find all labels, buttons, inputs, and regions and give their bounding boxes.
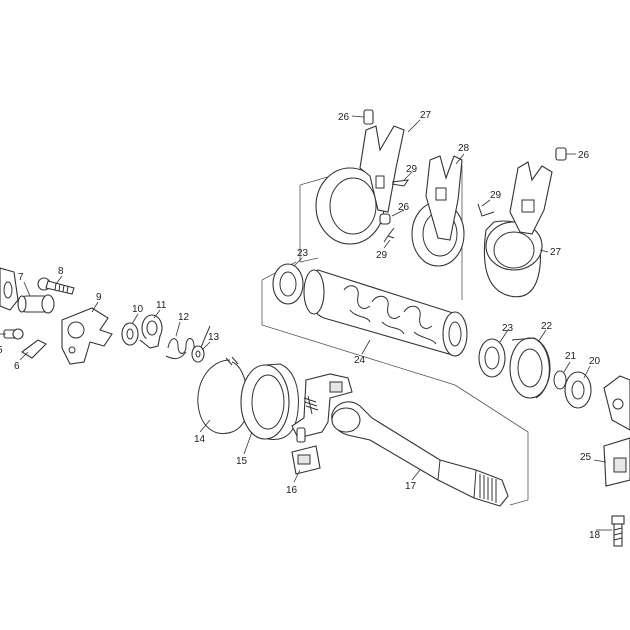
callout-9: 9 [96,292,102,303]
callout-5: 5 [0,345,3,356]
callout-10: 10 [132,304,144,315]
part-5-bracket [0,267,19,311]
part-24-shift-drum [303,269,468,357]
part-13-washer [191,345,205,363]
callout-labels: 5 6 7 8 9 10 11 12 13 14 15 16 17 18 20 … [0,110,601,541]
callout-11: 11 [156,300,167,311]
callout-6: 6 [14,361,20,372]
callout-26c: 26 [578,150,590,161]
part-16-detent-block [291,373,353,475]
leader-lines [0,115,612,531]
callout-7: 7 [18,272,24,283]
callout-23a: 23 [297,248,309,259]
callout-22: 22 [541,321,553,332]
part-5-pin [3,328,24,340]
callout-16: 16 [286,485,298,496]
part-6-clip [21,339,47,359]
callout-29b: 29 [376,250,388,261]
part-29-clip-b [383,227,395,243]
callout-14: 14 [194,434,206,445]
callout-29c: 29 [490,190,502,201]
callout-24: 24 [354,355,366,366]
callout-29a: 29 [406,164,418,175]
callout-15: 15 [236,456,248,467]
part-17-shift-shaft [331,401,509,507]
callout-23b: 23 [502,323,514,334]
part-15-oil-seal [240,363,299,441]
part-26-pin-c [555,147,567,161]
part-26-pin-a [363,109,374,125]
callout-17: 17 [405,481,417,492]
part-20-bearing [564,371,592,409]
callout-27b: 27 [550,247,562,258]
part-16-spring [303,395,319,415]
callout-27a: 27 [420,110,432,121]
part-lever-right [603,375,630,431]
callout-25: 25 [580,452,592,463]
callout-21: 21 [565,351,577,362]
part-29-clip-a [391,179,410,187]
part-28-shift-fork-middle [411,155,465,267]
part-29-clip-c [477,203,495,217]
callout-8: 8 [58,266,64,277]
part-23-bearing-right [478,338,506,378]
callout-18: 18 [589,530,601,541]
part-21-washer [553,370,567,390]
part-22-bearing [509,337,551,399]
part-25-holder [603,437,630,487]
part-16-pin [296,427,306,443]
callout-12: 12 [178,312,190,323]
callout-20: 20 [589,356,601,367]
part-27-shift-fork-right [483,161,553,298]
callout-28: 28 [458,143,470,154]
fork-group-outline [299,165,463,300]
part-26-pin-b [379,213,391,225]
part-23-bearing-left [272,263,304,305]
part-14-circlip [197,356,250,434]
part-11-roller [139,314,163,349]
callout-13: 13 [208,332,220,343]
callout-26b: 26 [398,202,410,213]
part-27-shift-fork-left [315,125,405,245]
part-18-bolt [611,515,625,547]
part-9-shift-plate [61,307,113,365]
callout-26a: 26 [338,112,350,123]
part-7-bushing [17,294,55,314]
part-10-washer [121,322,139,346]
part-8-bolt [37,277,75,295]
